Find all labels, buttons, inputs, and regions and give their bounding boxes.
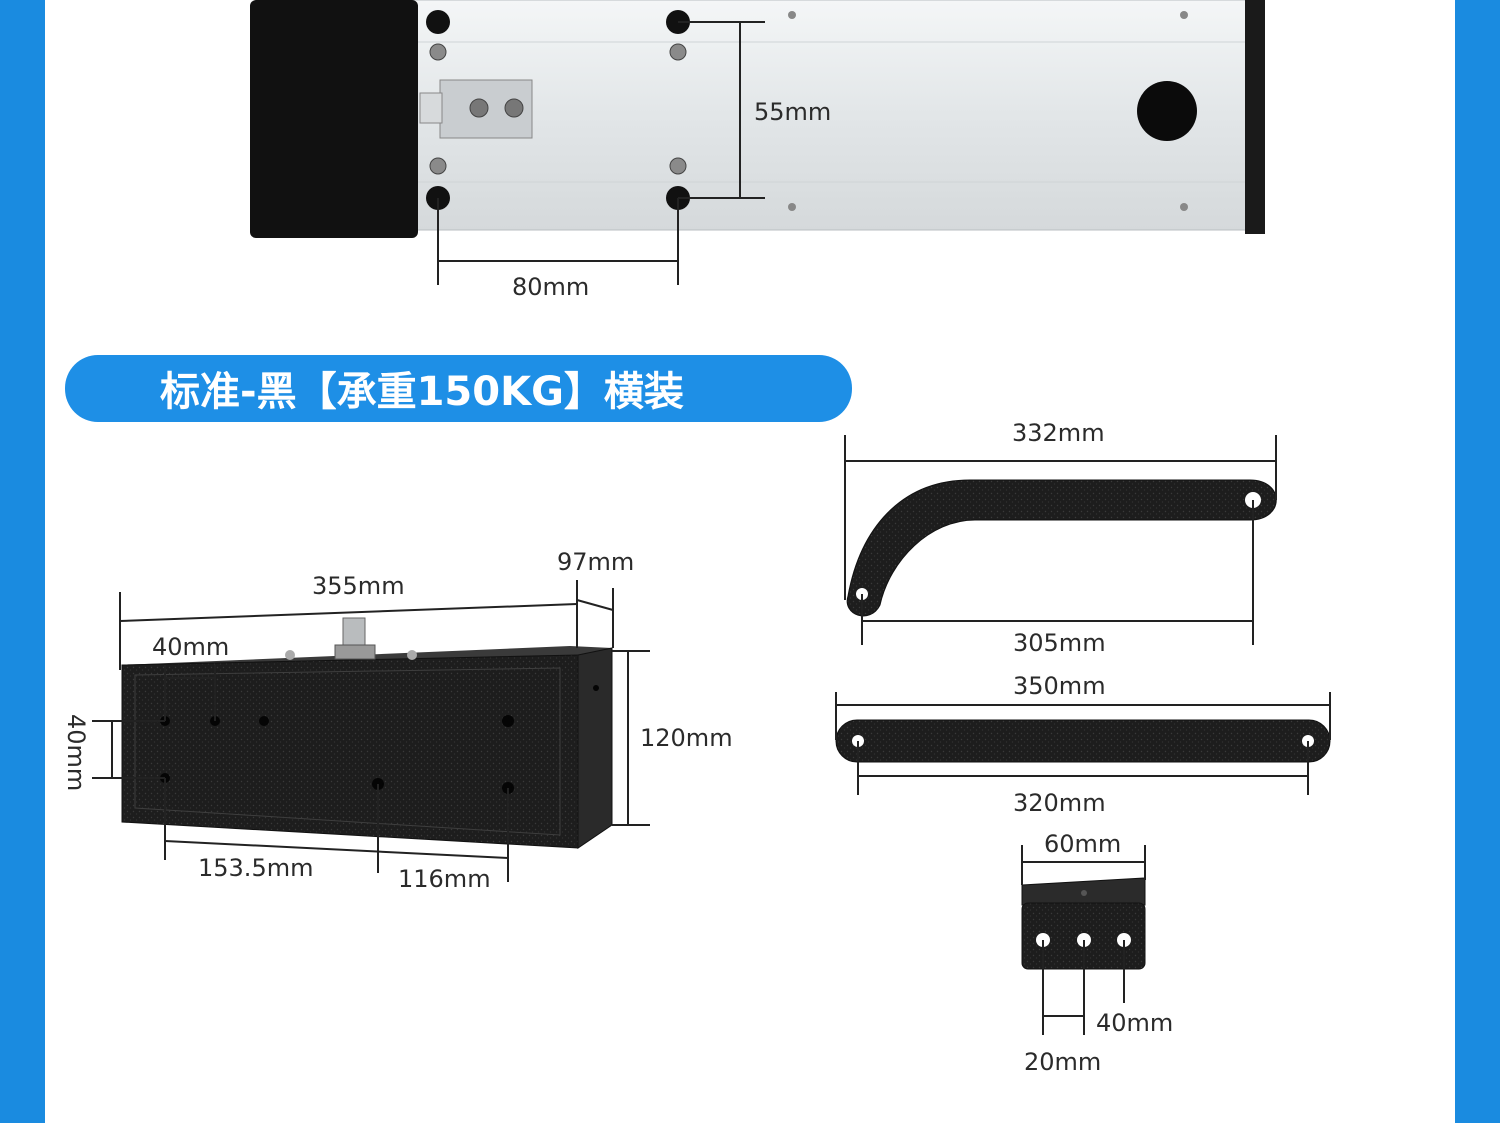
cable-hole — [1137, 81, 1197, 141]
dim-line — [164, 840, 509, 859]
rivet-icon — [1180, 11, 1188, 19]
dim-label-320mm: 320mm — [1013, 789, 1106, 817]
left-blue-border — [0, 0, 45, 1123]
straight-arm-body — [835, 719, 1331, 763]
dim-label-116mm: 116mm — [398, 865, 491, 893]
screw-icon — [469, 98, 489, 118]
rivet-icon — [1180, 203, 1188, 211]
dim-label-153-5mm: 153.5mm — [198, 854, 313, 882]
screw-icon — [669, 157, 687, 175]
dim-line — [576, 599, 614, 611]
dim-line — [119, 603, 578, 622]
motor-box: 355mm 97mm 120mm 40mm 40mm 153.5mm 116mm — [62, 548, 733, 893]
bolt-icon — [407, 650, 417, 660]
box-side-face — [577, 647, 613, 849]
mount-bracket: 60mm 40mm 20mm — [1021, 830, 1173, 1076]
dim-label-55mm: 55mm — [754, 98, 831, 126]
box-hole — [502, 715, 514, 727]
dim-label-355mm: 355mm — [312, 572, 405, 600]
dim-label-20mm: 20mm — [1024, 1048, 1101, 1076]
bolt-icon — [1081, 890, 1087, 896]
shaft-collar — [334, 644, 376, 660]
banner-pill — [65, 355, 852, 422]
top-rail: 55mm 80mm — [250, 0, 1265, 301]
dim-label-80mm: 80mm — [512, 273, 589, 301]
screw-icon — [429, 43, 447, 61]
box-inner-edge — [134, 667, 561, 836]
dim-label-40mm-side: 40mm — [62, 714, 90, 791]
box-hole — [259, 716, 269, 726]
screw-icon — [429, 157, 447, 175]
box-hole — [593, 685, 599, 691]
dim-label-40mm-bracket: 40mm — [1096, 1009, 1173, 1037]
curved-arm-body — [846, 479, 1277, 617]
dim-label-350mm: 350mm — [1013, 672, 1106, 700]
rivet-icon — [788, 11, 796, 19]
rail-end-cap-left — [250, 0, 418, 238]
dim-label-120mm: 120mm — [640, 724, 733, 752]
bolt-icon — [285, 650, 295, 660]
straight-arm: 350mm 320mm — [835, 672, 1331, 817]
screw-icon — [669, 43, 687, 61]
rivet-icon — [788, 203, 796, 211]
curved-arm: 332mm 305mm — [844, 419, 1277, 657]
dim-label-305mm: 305mm — [1013, 629, 1106, 657]
banner-title: 标准-黑【承重150KG】横装 — [160, 369, 684, 415]
dim-label-332mm: 332mm — [1012, 419, 1105, 447]
screw-icon — [504, 98, 524, 118]
rail-body — [404, 0, 1256, 231]
section-banner: 标准-黑【承重150KG】横装 — [65, 355, 852, 422]
rail-end-cap-right — [1245, 0, 1265, 234]
dim-label-40mm-top: 40mm — [152, 633, 229, 661]
dim-label-97mm: 97mm — [557, 548, 634, 576]
right-blue-border — [1455, 0, 1500, 1123]
rail-clip-tab — [419, 92, 443, 124]
dim-label-60mm: 60mm — [1044, 830, 1121, 858]
mount-hole — [426, 10, 450, 34]
box-front-face — [121, 654, 579, 849]
